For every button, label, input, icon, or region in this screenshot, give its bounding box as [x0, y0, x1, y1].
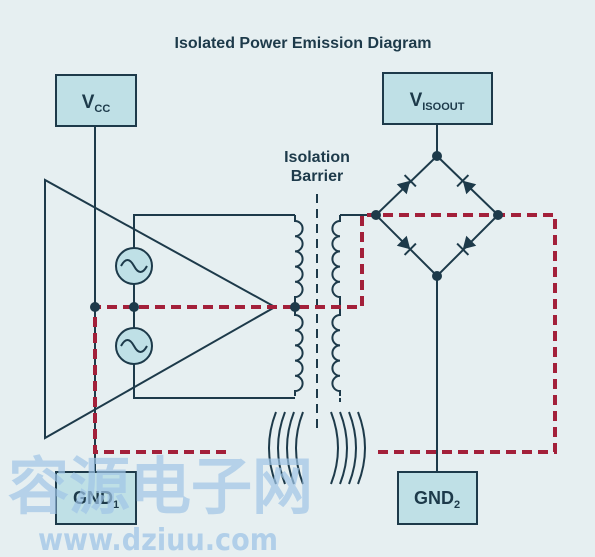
junction-coil-center [290, 302, 300, 312]
driver-triangle [44, 178, 278, 440]
junction-bridge-top [432, 151, 442, 161]
emission-path [93, 213, 557, 454]
junction-vcc [90, 302, 100, 312]
svg-text:VISOOUT: VISOOUT [410, 90, 465, 113]
gnd1-box: GND1 [55, 471, 137, 525]
diode-bottom-left [396, 235, 417, 256]
oscillator-top [115, 247, 153, 285]
oscillator-bottom [115, 327, 153, 365]
diode-bottom-right [456, 235, 477, 256]
junction-osc [129, 302, 139, 312]
gnd1-label-main: GND [73, 488, 113, 508]
vcc-label-sub: CC [94, 103, 110, 115]
gnd1-label-sub: 1 [113, 499, 119, 511]
diode-top-left [396, 174, 417, 195]
svg-text:GND1: GND1 [73, 488, 119, 511]
watermark-cjk: 容源电子网 [8, 450, 313, 523]
gnd2-label-main: GND [414, 488, 454, 508]
vcc-box: VCC [55, 74, 137, 127]
isolation-barrier-label-line2: Barrier [291, 168, 343, 185]
junction-bridge-bottom [432, 271, 442, 281]
gnd2-box: GND2 [397, 471, 478, 525]
junction-bridge-left [371, 210, 381, 220]
isolation-barrier-label-line1: Isolation [284, 149, 350, 166]
emission-radiation-arcs [268, 411, 366, 485]
watermark-url: www.dziuu.com [38, 523, 278, 557]
diagram-title: Isolated Power Emission Diagram [175, 35, 432, 52]
vcc-label-main: V [82, 92, 95, 113]
junction-bridge-right [493, 210, 503, 220]
watermark: 容源电子网 www.dziuu.com [8, 450, 313, 557]
visoout-label-main: V [410, 90, 423, 111]
svg-text:VCC: VCC [82, 92, 111, 115]
svg-text:GND2: GND2 [414, 488, 460, 511]
visoout-box: VISOOUT [382, 72, 493, 125]
diode-top-right [456, 174, 477, 195]
visoout-label-sub: ISOOUT [422, 101, 464, 113]
gnd2-label-sub: 2 [454, 499, 460, 511]
